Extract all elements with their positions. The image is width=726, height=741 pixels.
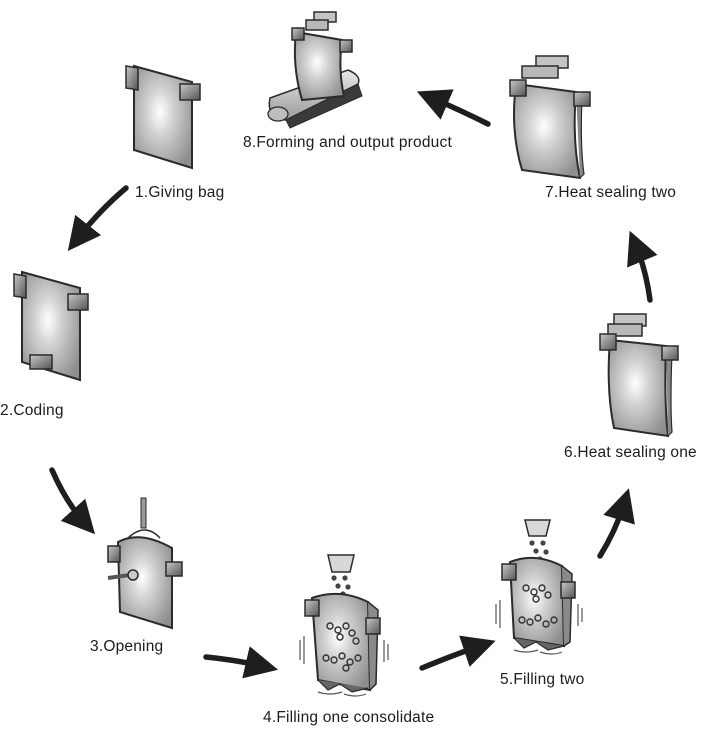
flow-arrow-1-to-2: [67, 185, 129, 251]
flow-arrow-3-to-4: [203, 646, 279, 679]
step-label-5: 5.Filling two: [500, 671, 585, 688]
step-label-2: 2.Coding: [0, 402, 64, 419]
flow-arrow-7-to-8: [416, 89, 491, 127]
flow-arrow-2-to-3: [49, 467, 96, 535]
step-label-6: 6.Heat sealing one: [564, 444, 697, 461]
step-5-filling-bag-icon: [495, 519, 583, 655]
step-4-filling-bag-icon: [299, 554, 389, 697]
flow-arrow-5-to-6: [597, 488, 635, 559]
step-3-opening-bag-icon: [107, 497, 183, 630]
step-label-4: 4.Filling one consolidate: [263, 709, 435, 726]
step-6-sealing-bag-icon: [599, 313, 679, 438]
step-label-8: 8.Forming and output product: [243, 134, 452, 151]
flow-arrow-4-to-5: [419, 635, 496, 671]
flow-arrow-6-to-7: [627, 230, 658, 303]
step-8-conveyor-output-icon: [267, 11, 363, 129]
step-1-flat-bag-icon: [125, 64, 201, 170]
step-label-3: 3.Opening: [90, 638, 164, 655]
step-7-sealing-bag-icon: [509, 55, 591, 180]
step-label-7: 7.Heat sealing two: [545, 184, 677, 201]
step-2-coding-bag-icon: [13, 270, 89, 382]
step-label-1: 1.Giving bag: [135, 184, 225, 201]
